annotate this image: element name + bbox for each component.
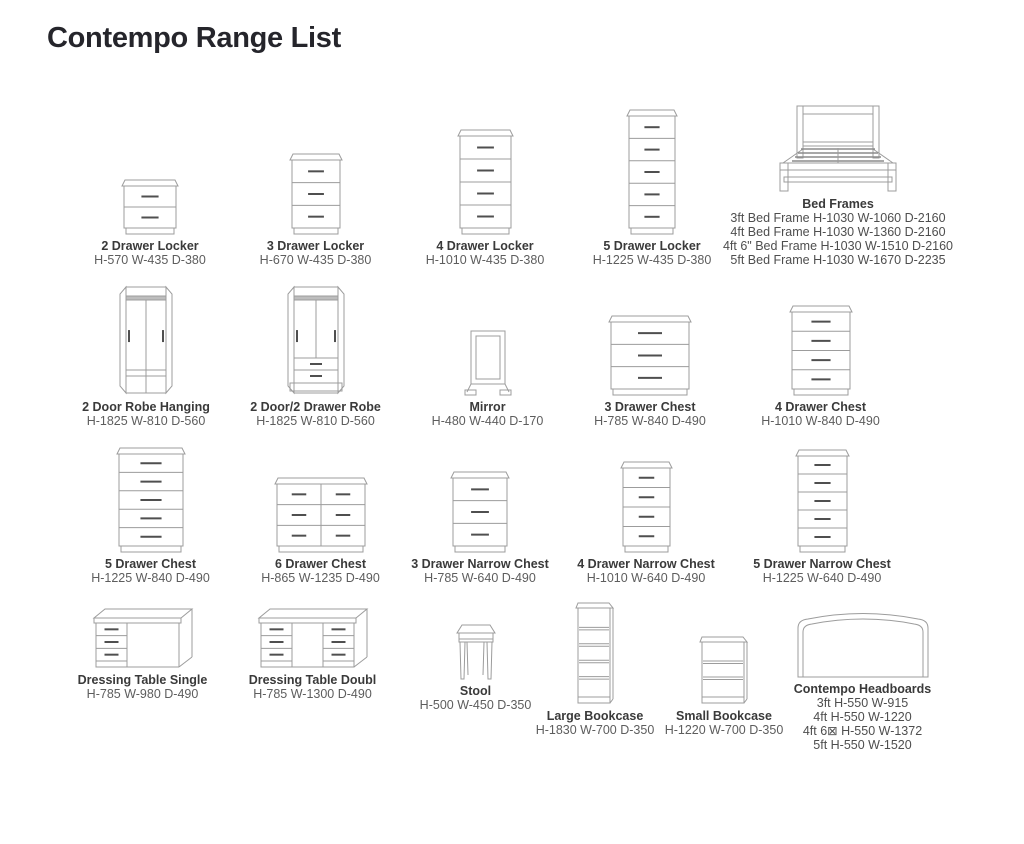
bed-frame-size: 5ft Bed Frame H-1030 W-1670 D-2235 [730, 253, 946, 267]
bed-frame-illustration [775, 103, 901, 193]
item-name: Dressing Table Doubl [248, 672, 377, 687]
item-2-door-robe-hanging: 2 Door Robe Hanging H-1825 W-810 D-560 [58, 283, 234, 428]
4-drawer-chest-illustration [788, 305, 853, 396]
headboard-size: 5ft H-550 W-1520 [813, 738, 912, 752]
item-name: Contempo Headboards [793, 682, 932, 696]
small-bookcase-illustration [699, 635, 749, 705]
item-name: Mirror [469, 399, 506, 414]
item-dimensions: H-865 W-1235 D-490 [261, 570, 380, 585]
item-3-drawer-narrow-chest: 3 Drawer Narrow Chest H-785 W-640 D-490 [393, 446, 567, 585]
item-4-drawer-locker: 4 Drawer Locker H-1010 W-435 D-380 [398, 105, 572, 267]
item-dimensions: H-1825 W-810 D-560 [256, 413, 375, 428]
item-stool: Stool H-500 W-450 D-350 [408, 612, 543, 712]
item-5-drawer-chest: 5 Drawer Chest H-1225 W-840 D-490 [63, 446, 238, 585]
item-3-drawer-locker: 3 Drawer Locker H-670 W-435 D-380 [228, 105, 403, 267]
item-small-bookcase: Small Bookcase H-1220 W-700 D-350 [664, 622, 784, 737]
headboard-size: 4ft 6⊠ H-550 W-1372 [802, 724, 923, 738]
item-dimensions: H-670 W-435 D-380 [259, 252, 372, 267]
item-name: 3 Drawer Locker [266, 238, 365, 253]
item-name: 4 Drawer Narrow Chest [577, 556, 715, 571]
item-dimensions: H-500 W-450 D-350 [419, 697, 532, 712]
item-name: Bed Frames [802, 197, 874, 211]
item-6-drawer-chest: 6 Drawer Chest H-865 W-1235 D-490 [233, 446, 408, 585]
item-dimensions: H-785 W-980 D-490 [86, 686, 199, 701]
bed-frame-size: 4ft Bed Frame H-1030 W-1360 D-2160 [730, 225, 946, 239]
item-2-door-2-drawer-robe: 2 Door/2 Drawer Robe H-1825 W-810 D-560 [228, 283, 403, 428]
item-dimensions: H-785 W-1300 D-490 [253, 686, 372, 701]
item-name: Large Bookcase [546, 708, 644, 723]
4-drawer-narrow-chest-illustration [619, 461, 673, 553]
item-name: 5 Drawer Chest [104, 556, 196, 571]
item-3-drawer-chest: 3 Drawer Chest H-785 W-840 D-490 [563, 283, 737, 428]
item-name: 3 Drawer Narrow Chest [411, 556, 549, 571]
page-title: Contempo Range List [47, 22, 341, 54]
5-drawer-narrow-chest-illustration [794, 449, 850, 553]
item-mirror: Mirror H-480 W-440 D-170 [400, 283, 575, 428]
item-dimensions: H-785 W-640 D-490 [424, 570, 536, 585]
item-dimensions: H-1010 W-840 D-490 [761, 413, 880, 428]
item-dimensions: H-1220 W-700 D-350 [664, 722, 784, 737]
headboard-size: 4ft H-550 W-1220 [813, 710, 912, 724]
item-name: Stool [459, 683, 492, 698]
dressing-table-single-illustration [92, 607, 194, 669]
headboard-size: 3ft H-550 W-915 [816, 696, 909, 710]
dressing-table-double-illustration [257, 607, 369, 669]
item-dimensions: H-1225 W-840 D-490 [91, 570, 210, 585]
2-drawer-locker-illustration [121, 179, 179, 235]
item-4-drawer-narrow-chest: 4 Drawer Narrow Chest H-1010 W-640 D-490 [559, 446, 733, 585]
3-drawer-chest-illustration [608, 315, 692, 396]
item-dimensions: H-1010 W-435 D-380 [425, 252, 545, 267]
item-dimensions: H-1830 W-700 D-350 [535, 722, 655, 737]
item-5-drawer-narrow-chest: 5 Drawer Narrow Chest H-1225 W-640 D-490 [735, 446, 909, 585]
2-door-2-drawer-robe-illustration [287, 285, 345, 396]
headboard-illustration [794, 612, 932, 678]
item-dimensions: H-1225 W-640 D-490 [762, 570, 882, 585]
item-name: 2 Door Robe Hanging [82, 399, 210, 414]
6-drawer-chest-illustration [273, 477, 368, 553]
item-dimensions: H-785 W-840 D-490 [594, 413, 706, 428]
mirror-illustration [464, 330, 512, 396]
stool-illustration [453, 623, 499, 680]
item-dimensions: H-1825 W-810 D-560 [86, 413, 206, 428]
item-dressing-table-single: Dressing Table Single H-785 W-980 D-490 [55, 598, 230, 701]
item-dimensions: H-1225 W-435 D-380 [592, 252, 712, 267]
5-drawer-chest-illustration [115, 447, 186, 553]
item-dimensions: H-480 W-440 D-170 [431, 413, 544, 428]
item-4-drawer-chest: 4 Drawer Chest H-1010 W-840 D-490 [733, 283, 908, 428]
item-bed-frames: Bed Frames 3ft Bed Frame H-1030 W-1060 D… [722, 100, 954, 267]
item-dimensions: H-1010 W-640 D-490 [586, 570, 706, 585]
item-name: 2 Door/2 Drawer Robe [250, 399, 381, 414]
item-name: Small Bookcase [676, 708, 772, 723]
item-name: 3 Drawer Chest [604, 399, 696, 414]
item-5-drawer-locker: 5 Drawer Locker H-1225 W-435 D-380 [565, 105, 739, 267]
4-drawer-locker-illustration [456, 129, 514, 235]
item-name: 5 Drawer Locker [603, 238, 701, 253]
bed-frame-size: 3ft Bed Frame H-1030 W-1060 D-2160 [730, 211, 946, 225]
item-dimensions: H-570 W-435 D-380 [94, 252, 206, 267]
bed-frame-size: 4ft 6" Bed Frame H-1030 W-1510 D-2160 [722, 239, 954, 253]
2-door-robe-illustration [119, 285, 173, 396]
3-drawer-narrow-chest-illustration [450, 471, 510, 553]
item-name: 5 Drawer Narrow Chest [753, 556, 891, 571]
item-name: 4 Drawer Locker [436, 238, 534, 253]
3-drawer-locker-illustration [288, 153, 343, 235]
large-bookcase-illustration [575, 601, 615, 705]
item-dressing-table-double: Dressing Table Doubl H-785 W-1300 D-490 [225, 598, 400, 701]
item-2-drawer-locker: 2 Drawer Locker H-570 W-435 D-380 [60, 105, 240, 267]
item-contempo-headboards: Contempo Headboards 3ft H-550 W-915 4ft … [780, 606, 945, 752]
5-drawer-locker-illustration [626, 109, 678, 235]
item-name: 2 Drawer Locker [101, 238, 199, 253]
item-large-bookcase: Large Bookcase H-1830 W-700 D-350 [535, 590, 655, 737]
item-name: Dressing Table Single [77, 672, 208, 687]
item-name: 6 Drawer Chest [274, 556, 366, 571]
item-name: 4 Drawer Chest [774, 399, 866, 414]
